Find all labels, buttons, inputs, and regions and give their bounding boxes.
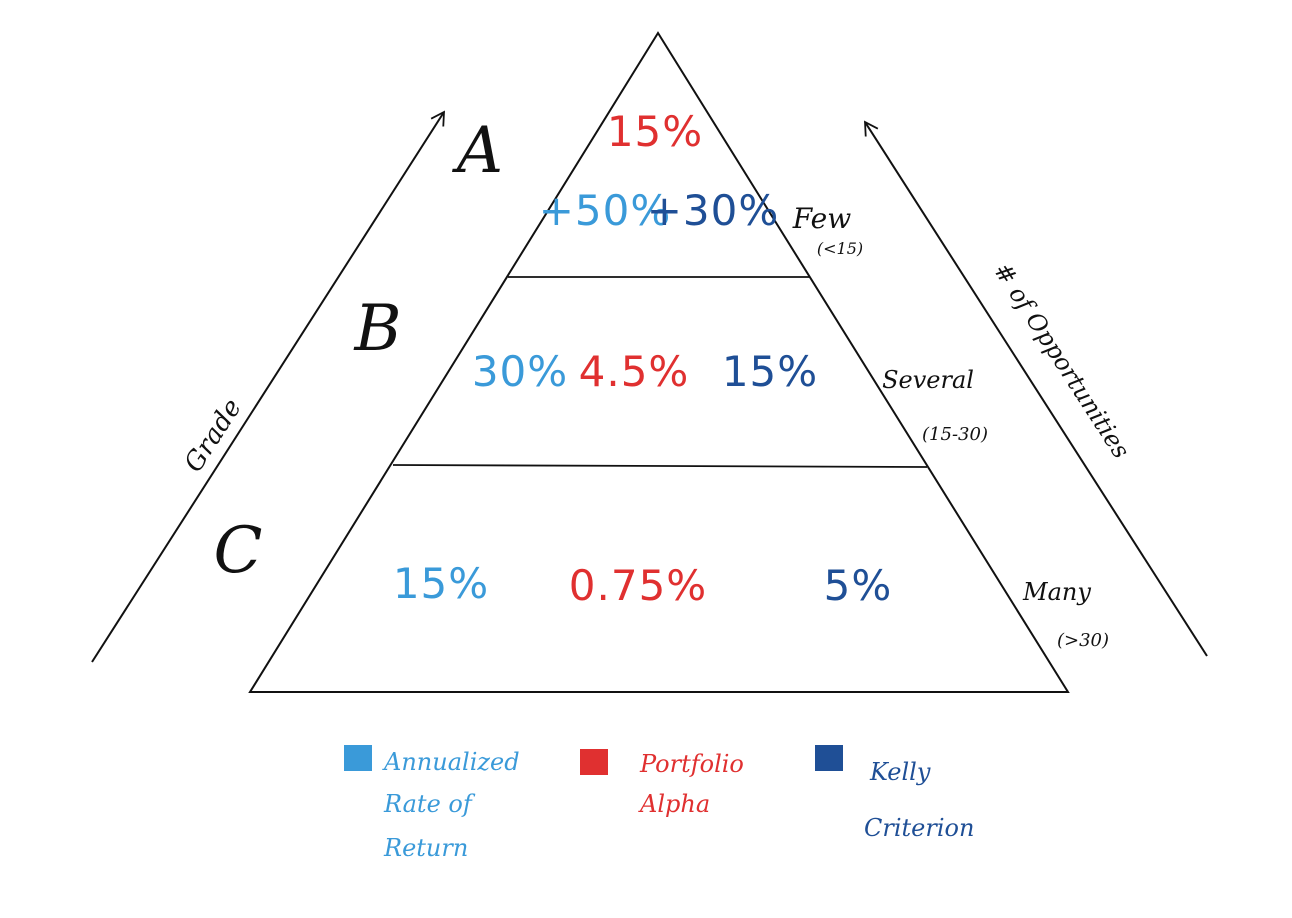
tier-c-return: 15% bbox=[393, 559, 489, 608]
legend-alpha-line-2: Alpha bbox=[638, 790, 710, 818]
opportunities-axis-label: # of Opportunities bbox=[988, 258, 1135, 464]
legend-return-line-1: Annualized bbox=[382, 748, 520, 776]
grade-letter-b: B bbox=[353, 292, 401, 366]
legend-item-return: Annualized Rate of Return bbox=[344, 745, 520, 862]
tier-b-opportunities: Several bbox=[882, 366, 974, 394]
legend-kelly-line-1: Kelly bbox=[869, 758, 931, 786]
tier-a-kelly: +30% bbox=[647, 186, 780, 235]
tier-a-opportunities-range: (<15) bbox=[817, 239, 863, 258]
tier-c-opportunities: Many bbox=[1022, 578, 1091, 606]
tier-b-return: 30% bbox=[472, 347, 568, 396]
legend-return-line-3: Return bbox=[383, 834, 468, 862]
legend-kelly-line-2: Criterion bbox=[864, 814, 974, 842]
legend-swatch-alpha bbox=[580, 749, 608, 775]
tier-a-return: +50% bbox=[539, 186, 672, 235]
tier-divider-b-c bbox=[392, 464, 928, 468]
legend-swatch-kelly bbox=[815, 745, 843, 771]
grade-letter-a: A bbox=[452, 114, 503, 188]
grade-axis-arrow bbox=[91, 110, 445, 663]
legend-alpha-line-1: Portfolio bbox=[639, 750, 744, 778]
tier-b-alpha: 4.5% bbox=[579, 347, 690, 396]
tier-a-opportunities: Few bbox=[792, 202, 851, 235]
tier-b-kelly: 15% bbox=[722, 347, 818, 396]
legend-item-kelly: Kelly Criterion bbox=[815, 745, 974, 842]
legend-return-line-2: Rate of bbox=[383, 790, 476, 818]
grade-letter-c: C bbox=[214, 514, 263, 588]
tier-a-alpha: 15% bbox=[607, 107, 703, 156]
pyramid-outline bbox=[248, 31, 1070, 693]
tier-c-kelly: 5% bbox=[824, 561, 893, 610]
legend-item-alpha: Portfolio Alpha bbox=[580, 749, 744, 818]
legend: Annualized Rate of Return Portfolio Alph… bbox=[344, 745, 974, 862]
tier-c-alpha: 0.75% bbox=[569, 561, 707, 610]
opportunities-axis-arrow bbox=[864, 120, 1208, 657]
tier-b-opportunities-range: (15-30) bbox=[922, 424, 988, 445]
tier-c-opportunities-range: (>30) bbox=[1057, 630, 1109, 651]
legend-swatch-return bbox=[344, 745, 372, 771]
